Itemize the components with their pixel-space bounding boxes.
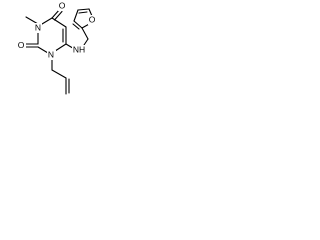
label-mask-n1	[47, 50, 56, 60]
atom-label-n1: N	[48, 49, 54, 59]
label-mask-o-furan	[88, 15, 96, 25]
bond-furan-c3-c4	[73, 9, 79, 22]
bond-furan-c4-c5	[77, 8, 90, 11]
allyl-group	[51, 56, 70, 95]
chemical-structure-diagram: O N O N NH O	[17, 0, 96, 95]
carbonyl-c2	[25, 43, 39, 48]
bond-ch2-ch	[51, 69, 67, 79]
bond-furan-c4-c5-double	[78, 11, 88, 14]
bond-n3-methyl	[25, 16, 39, 25]
bond-c4-c5	[51, 17, 67, 28]
label-mask-n3	[34, 23, 42, 33]
atom-label-nh: NH	[73, 44, 85, 54]
atom-label-o-furan: O	[89, 14, 96, 24]
bond-n1-c2	[37, 46, 49, 54]
atom-label-o4: O	[59, 0, 66, 10]
structure-canvas: O N O N NH O	[0, 0, 110, 116]
atom-label-o2: O	[18, 40, 25, 50]
atom-labels: O N O N NH O	[17, 0, 96, 60]
label-mask-o4	[58, 1, 66, 11]
bond-n3-c4	[41, 17, 53, 25]
bond-furan-c5-o	[88, 8, 93, 17]
pyrimidine-ring	[37, 17, 67, 54]
label-mask-nh	[72, 45, 85, 55]
bond-furan-c2-c3-double	[72, 23, 80, 30]
furan-ring	[72, 8, 93, 30]
label-mask-o2	[17, 40, 26, 50]
bond-furan-c2-c3	[73, 20, 83, 29]
bond-ch2-furan	[81, 27, 89, 40]
bond-c4-o-double	[53, 10, 63, 21]
atom-label-n3: N	[35, 22, 41, 32]
